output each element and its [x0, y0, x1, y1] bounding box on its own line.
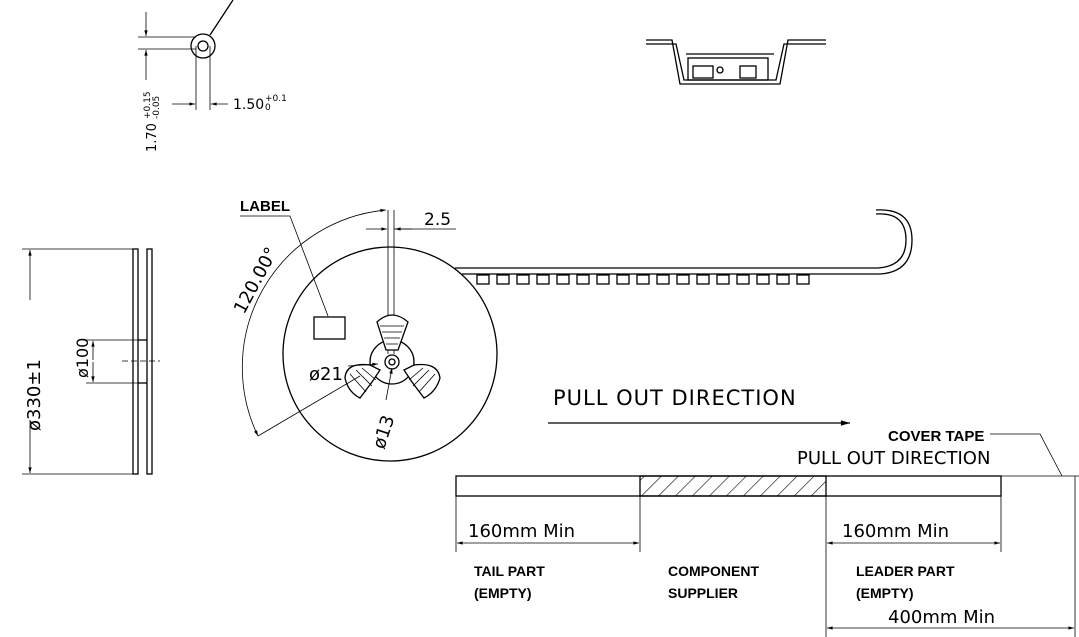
pin-pitch-tol-upper: +0.15	[143, 91, 153, 119]
tail-part-label-2: (EMPTY)	[474, 585, 532, 601]
tape-pockets	[476, 274, 810, 285]
carrier-tape	[455, 209, 913, 285]
pin-pitch-tol-lower: -0.05	[152, 96, 162, 119]
leader-length-dim: 160mm Min	[842, 521, 949, 542]
pull-out-direction: PULL OUT DIRECTION	[548, 386, 850, 426]
cover-tape-pull-label: PULL OUT DIRECTION	[797, 448, 990, 469]
hub-diameter-dim: ø100	[73, 338, 92, 378]
reel-diameter-dim: ø330±1	[24, 359, 45, 431]
tail-length-dim: 160mm Min	[468, 521, 575, 542]
cover-tape-label: COVER TAPE	[888, 428, 984, 445]
pin-width-dim: 1.50	[233, 97, 264, 113]
pin-width-tol-upper: +0.1	[265, 94, 287, 104]
label-text: LABEL	[240, 198, 290, 215]
angle-dim: 120.00°	[230, 244, 282, 317]
center-hole-dim: ø13	[369, 413, 399, 452]
reel-side-view: ø330±1 ø100	[22, 248, 160, 475]
total-length-dim: 400mm Min	[888, 607, 995, 628]
leader-part-label-1: LEADER PART	[856, 563, 955, 579]
slot-width-dim: 2.5	[424, 210, 451, 230]
component-label-2: SUPPLIER	[668, 585, 738, 601]
arbor-diameter-dim: ø21	[309, 364, 343, 385]
component-label-1: COMPONENT	[668, 563, 759, 579]
tape-cross-section	[646, 39, 826, 85]
tape-layout: COVER TAPE PULL OUT DIRECTION 160mm Min …	[455, 428, 1079, 637]
pin-width-tol-lower: 0	[265, 103, 271, 113]
pull-out-direction-label: PULL OUT DIRECTION	[553, 386, 797, 410]
pin-pitch-dim: 1.70	[145, 123, 160, 152]
reel-front-view: LABEL 2.5 120.00° ø21 ø13	[230, 198, 498, 462]
tail-part-label-1: TAIL PART	[474, 563, 545, 579]
leader-part-label-2: (EMPTY)	[856, 585, 914, 601]
pocket-hole-detail: 1.70 +0.15 -0.05 1.50 +0.1 0	[138, 0, 287, 152]
